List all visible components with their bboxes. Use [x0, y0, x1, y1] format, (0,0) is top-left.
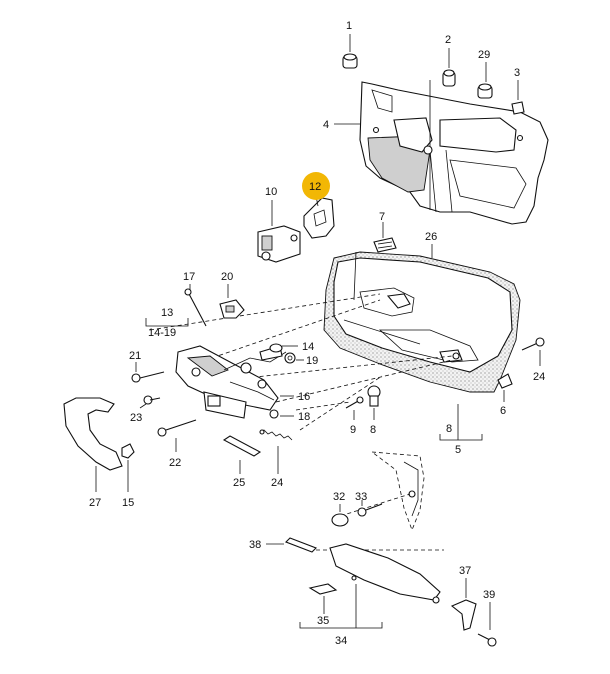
- clip-part-15: [121, 443, 135, 459]
- label-22: 22: [169, 457, 181, 469]
- label-13: 13: [161, 307, 173, 319]
- screw-part-22: [157, 419, 197, 437]
- label-1: 1: [346, 20, 352, 32]
- label-12: 12: [309, 181, 321, 193]
- door-carrier-panel: [359, 80, 549, 225]
- label-8-cap: 8: [370, 424, 376, 436]
- label-27: 27: [89, 497, 101, 509]
- cap-part-8: [367, 385, 381, 407]
- label-33: 33: [355, 491, 367, 503]
- rod-part-17: [184, 288, 207, 327]
- screw-part-21: [131, 371, 165, 383]
- label-15: 15: [122, 497, 134, 509]
- label-29: 29: [478, 49, 490, 61]
- screw-part-39: [477, 633, 497, 647]
- pin-part-38: [285, 537, 317, 553]
- cap-part-32: [331, 513, 349, 527]
- label-23: 23: [130, 412, 142, 424]
- clip-part-18: [269, 409, 279, 419]
- label-37: 37: [459, 565, 471, 577]
- door-trim-panel: [323, 251, 521, 393]
- nut-part-23: [143, 395, 161, 405]
- label-24-left: 24: [271, 477, 283, 489]
- screw-part-9: [345, 396, 364, 409]
- highlight-badge: [302, 172, 330, 200]
- label-17: 17: [183, 271, 195, 283]
- clip-part-7: [373, 237, 397, 253]
- label-38: 38: [249, 539, 261, 551]
- clip-part-2: [442, 69, 456, 87]
- pin-part-25: [222, 435, 262, 457]
- screw-part-33: [357, 503, 383, 517]
- label-39: 39: [483, 589, 495, 601]
- part-labels: 1 2 29 3 4 10 12 7 26 17 20 13 14-19 21 …: [89, 20, 545, 647]
- label-18: 18: [298, 411, 310, 423]
- label-19: 19: [306, 355, 318, 367]
- label-26: 26: [425, 231, 437, 243]
- label-24-right: 24: [533, 371, 545, 383]
- label-9: 9: [350, 424, 356, 436]
- spring-part-24-left: [259, 429, 293, 441]
- label-14: 14: [302, 341, 314, 353]
- label-6: 6: [500, 405, 506, 417]
- clip-part-14: [269, 343, 283, 353]
- label-21: 21: [129, 350, 141, 362]
- clip-part-35: [308, 583, 338, 595]
- clip-part-1: [342, 53, 358, 69]
- label-4: 4: [323, 119, 329, 131]
- switch-part-10: [257, 225, 301, 263]
- handle-mechanism: [175, 345, 287, 419]
- label-25: 25: [233, 477, 245, 489]
- label-5: 5: [455, 444, 461, 456]
- label-14-19: 14-19: [148, 327, 176, 339]
- bracket-part-20: [219, 299, 245, 319]
- nut-part-19: [284, 352, 296, 364]
- trim-part-12: [303, 197, 335, 239]
- label-32: 32: [333, 491, 345, 503]
- label-16: 16: [298, 391, 310, 403]
- armrest-part-27: [63, 397, 123, 471]
- clip-part-29: [477, 83, 493, 99]
- label-20: 20: [221, 271, 233, 283]
- label-8-bracket: 8: [446, 423, 452, 435]
- label-10: 10: [265, 186, 277, 198]
- lever-part-37: [450, 599, 477, 631]
- label-7: 7: [379, 211, 385, 223]
- label-34: 34: [335, 635, 347, 647]
- handle-cover-part-34: [329, 543, 441, 604]
- lower-panel-outline: [370, 451, 425, 532]
- label-2: 2: [445, 34, 451, 46]
- screw-part-24-right: [521, 337, 545, 351]
- label-35: 35: [317, 615, 329, 627]
- clip-part-3: [511, 101, 525, 115]
- label-3: 3: [514, 67, 520, 79]
- clip-part-6: [497, 373, 513, 389]
